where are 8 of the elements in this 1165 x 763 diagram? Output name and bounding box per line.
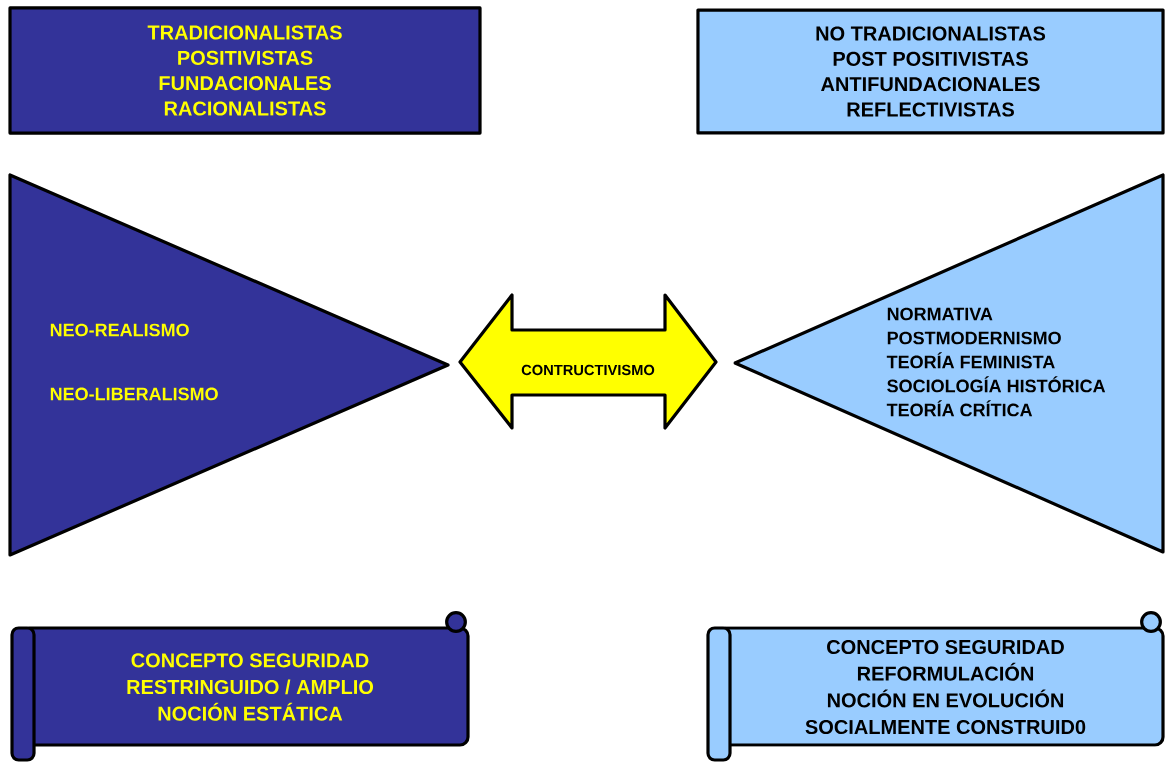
heading-box: NO TRADICIONALISTAS POST POSITIVISTAS ANTIFUNDACIONALES REFLECTIVISTAS <box>696 8 1165 135</box>
scroll-banner: CONCEPTO SEGURIDAD RESTRINGUIDO / AMPLIO NOCIÓN ESTÁTICA <box>10 611 470 762</box>
triangle: NORMATIVA POSTMODERNISMO TEORÍA FEMINISTA SOCIOLOGÍA HISTÓRICA TEORÍA CRÍTICA <box>733 173 1165 554</box>
edge-label: CONTRUCTIVISMO <box>519 363 657 377</box>
triangle: NEO-REALISMO NEO-LIBERALISMO <box>8 173 450 557</box>
heading-box: TRADICIONALISTAS POSITIVISTAS FUNDACIONALES RACIONALISTAS <box>8 6 482 135</box>
scroll-banner: CONCEPTO SEGURIDAD REFORMULACIÓN NOCIÓN EN EVOLUCIÓN SOCIALMENTE CONSTRUID0 <box>706 611 1165 762</box>
block-arrow <box>458 293 718 430</box>
